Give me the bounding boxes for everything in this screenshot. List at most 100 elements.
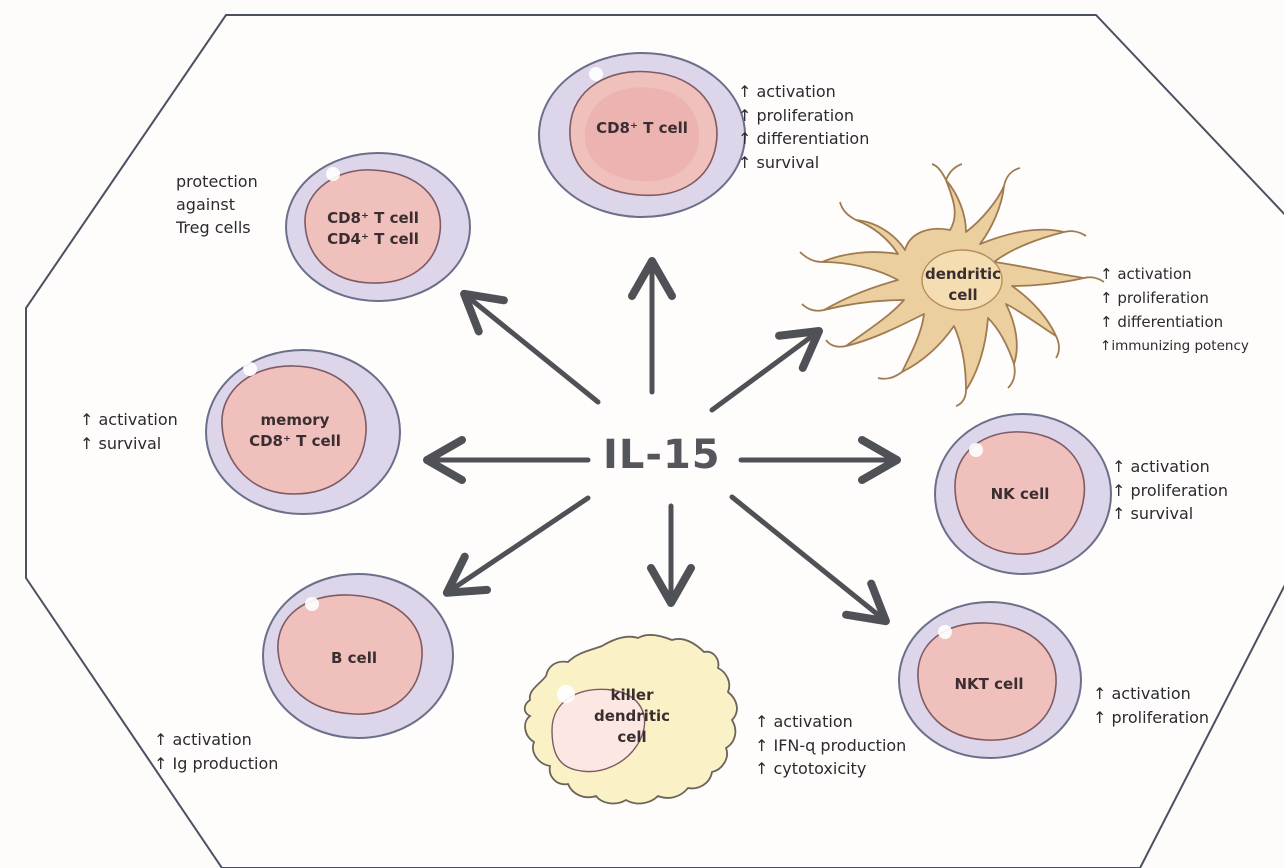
effect-text: proliferation: [756, 105, 855, 125]
arrows: [423, 257, 901, 626]
effect-text: IFN-ɋ production: [773, 735, 907, 755]
up-arrow-icon: ↑: [755, 712, 769, 731]
killer-dc-label: killer dendritic cell: [582, 685, 682, 748]
up-arrow-icon: ↑: [1100, 313, 1113, 331]
cd8-top-effects: ↑ activation ↑ proliferation ↑ different…: [738, 80, 869, 174]
up-arrow-icon: ↑: [1093, 707, 1107, 727]
cell-label-line: dendritic: [924, 265, 1002, 283]
up-arrow-icon: ↑: [1093, 684, 1107, 703]
dendritic-cell: [799, 163, 1105, 407]
effect-text: differentiation: [756, 129, 870, 148]
effect-item: ↑ activation: [738, 80, 869, 104]
effect-text: activation: [1117, 265, 1192, 283]
effect-text: activation: [773, 712, 853, 731]
effect-item: ↑ cytotoxicity: [755, 757, 906, 781]
effect-text: survival: [98, 433, 162, 453]
effect-item: ↑ proliferation: [1112, 479, 1228, 503]
nkt-label: NKT cell: [925, 674, 1053, 695]
effect-item: ↑ survival: [1112, 502, 1228, 526]
effect-item: ↑ proliferation: [738, 104, 869, 128]
up-arrow-icon: ↑: [738, 105, 752, 125]
memory-effects: ↑ activation ↑ survival: [80, 408, 178, 455]
effect-text: survival: [1130, 504, 1194, 523]
effect-text: activation: [172, 730, 252, 749]
up-arrow-icon: ↑: [755, 759, 769, 778]
effect-item: ↑ activation: [1100, 262, 1249, 286]
cell-label-line: NKT cell: [954, 675, 1024, 693]
effect-text: differentiation: [1117, 313, 1224, 331]
up-arrow-icon: ↑: [154, 753, 168, 773]
cell-label-line: CD8⁺ T cell: [249, 432, 341, 450]
up-arrow-icon: ↑: [154, 730, 168, 749]
arrow-to-cd8-cd4: [460, 289, 601, 405]
up-arrow-icon: ↑: [1100, 289, 1113, 307]
nk-effects: ↑ activation ↑ proliferation ↑ survival: [1112, 455, 1228, 526]
effect-text: proliferation: [1130, 480, 1229, 500]
cd8-top-label: CD8⁺ T cell: [570, 118, 714, 139]
effect-item: ↑ survival: [738, 151, 869, 175]
cell-label-line: CD4⁺ T cell: [327, 230, 419, 248]
up-arrow-icon: ↑: [738, 152, 752, 172]
arrow-to-dendritic: [709, 327, 824, 413]
effect-text: immunizing potency: [1111, 338, 1249, 354]
effect-item: ↑ proliferation: [1100, 286, 1249, 310]
effect-item: ↑ proliferation: [1093, 706, 1209, 730]
effect-text: cytotoxicity: [773, 759, 867, 778]
dendritic-effects: ↑ activation ↑ proliferation ↑ different…: [1100, 262, 1249, 358]
note-line: Treg cells: [176, 218, 251, 237]
dendritic-label: dendritic cell: [918, 264, 1008, 306]
up-arrow-icon: ↑: [755, 735, 769, 755]
effect-text: activation: [1130, 457, 1210, 476]
effect-text: Ig production: [172, 753, 279, 773]
effect-item: ↑ differentiation: [738, 127, 869, 151]
b-cell-label: B cell: [290, 648, 418, 669]
effect-item: ↑ activation: [1112, 455, 1228, 479]
effect-text: proliferation: [1117, 289, 1209, 307]
effect-item: ↑ activation: [154, 728, 278, 752]
b-cell-effects: ↑ activation ↑ Ig production: [154, 728, 278, 775]
cell-label-line: cell: [617, 728, 647, 746]
up-arrow-icon: ↑: [1112, 504, 1126, 523]
up-arrow-icon: ↑: [1100, 338, 1112, 354]
up-arrow-icon: ↑: [80, 410, 94, 429]
up-arrow-icon: ↑: [1112, 457, 1126, 476]
note-line: against: [176, 195, 235, 214]
memory-label: memory CD8⁺ T cell: [224, 410, 366, 452]
arrow-to-b-cell: [442, 495, 591, 597]
effect-item: ↑ survival: [80, 432, 178, 456]
effect-text: activation: [1111, 684, 1191, 703]
cell-label-line: B cell: [330, 649, 377, 667]
effect-item: ↑ activation: [1093, 682, 1209, 706]
arrow-to-nkt: [729, 494, 890, 626]
il15-label: IL-15: [603, 432, 721, 478]
up-arrow-icon: ↑: [80, 433, 94, 453]
effect-text: activation: [756, 82, 836, 101]
cell-label-line: memory: [260, 411, 330, 429]
effect-item: ↑ activation: [80, 408, 178, 432]
cell-label-line: dendritic: [593, 707, 671, 725]
cd8-cd4-cell: [285, 152, 471, 302]
cell-label-line: CD8⁺ T cell: [327, 209, 419, 227]
up-arrow-icon: ↑: [738, 129, 752, 148]
note-line: protection: [176, 172, 258, 191]
effect-item: ↑ differentiation: [1100, 310, 1249, 334]
up-arrow-icon: ↑: [1100, 265, 1113, 283]
nkt-effects: ↑ activation ↑ proliferation: [1093, 682, 1209, 729]
killer-dc-effects: ↑ activation ↑ IFN-ɋ production ↑ cytoto…: [755, 710, 906, 781]
effect-text: proliferation: [1111, 707, 1210, 727]
nkt-cell: [898, 601, 1082, 759]
effect-item: ↑ IFN-ɋ production: [755, 734, 906, 758]
effect-item: ↑immunizing potency: [1100, 334, 1249, 358]
cell-label-line: CD8⁺ T cell: [596, 119, 688, 137]
b-cell: [262, 573, 454, 739]
effect-text: activation: [98, 410, 178, 429]
cd8-cd4-label: CD8⁺ T cell CD4⁺ T cell: [304, 208, 442, 250]
killer-dc-cell: [523, 634, 738, 805]
cd8-cd4-note: protection against Treg cells: [176, 170, 258, 239]
effect-text: survival: [756, 152, 820, 172]
up-arrow-icon: ↑: [1112, 480, 1126, 500]
nk-cell: [934, 413, 1112, 575]
memory-cell: [205, 349, 401, 515]
